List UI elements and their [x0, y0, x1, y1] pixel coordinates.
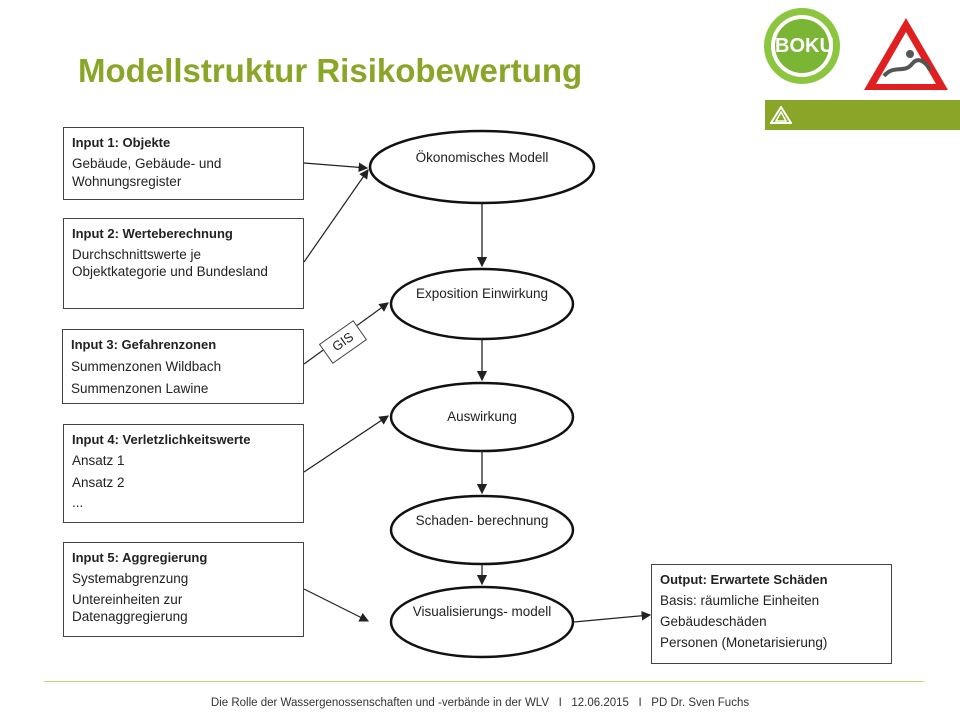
- model-3-line-1: Auswirkung: [447, 409, 517, 424]
- arrow-input-1: [303, 162, 369, 173]
- model-1-line-2: Modell: [508, 150, 549, 165]
- output-box: Output: Erwartete Schäden Basis: räumlic…: [651, 564, 892, 664]
- output-line-3: Personen (Monetarisierung): [660, 635, 828, 650]
- input-box-1: Input 1: Objekte Gebäude, Gebäude- und W…: [63, 127, 304, 200]
- page-title: Modellstruktur Risikobewertung: [78, 52, 583, 89]
- model-2-line-1: Exposition: [415, 286, 479, 301]
- model-5-label: Visualisierungs- modell: [392, 602, 572, 621]
- input-1-heading: Input 1: Objekte: [72, 135, 171, 150]
- model-5-line-1: Visualisierungs-: [412, 604, 508, 619]
- input-4-line-2: Ansatz 2: [72, 475, 125, 490]
- arrow-output: [573, 610, 652, 623]
- footer-text: Die Rolle der Wassergenossenschaften und…: [210, 697, 750, 709]
- input-box-3: Input 3: Gefahrenzonen Summenzonen Wildb…: [62, 329, 304, 404]
- input-3-heading: Input 3: Gefahrenzonen: [71, 337, 217, 352]
- input-4-heading: Input 4: Verletzlichkeitswerte: [72, 432, 251, 447]
- hazard-warning-icon: [864, 18, 948, 90]
- model-ellipse-1: [368, 129, 596, 205]
- input-2-line-1: Durchschnittswerte je Objektkategorie un…: [72, 247, 268, 279]
- input-3-line-2: Summenzonen Lawine: [71, 381, 209, 396]
- input-5-heading: Input 5: Aggregierung: [72, 550, 208, 565]
- brand-bar: [765, 100, 960, 130]
- output-heading: Output: Erwartete Schäden: [660, 572, 828, 587]
- model-2-label: Exposition Einwirkung: [392, 283, 572, 305]
- arrow-input-5: [303, 588, 370, 622]
- model-5-line-2: modell: [511, 604, 552, 619]
- arrow-input-4: [303, 415, 389, 473]
- model-1-label: Ökonomisches Modell: [382, 148, 582, 167]
- input-2-heading: Input 2: Werteberechnung: [72, 226, 233, 241]
- input-4-line-1: Ansatz 1: [72, 453, 125, 468]
- model-ellipse-5: [389, 585, 575, 659]
- input-3-line-1: Summenzonen Wildbach: [71, 359, 222, 374]
- model-4-line-2: berechnung: [477, 513, 549, 528]
- input-5-line-1: Systemabgrenzung: [72, 571, 189, 586]
- input-1-line-1: Gebäude, Gebäude- und Wohnungsregister: [72, 156, 222, 189]
- model-ellipse-4: [389, 494, 575, 566]
- input-box-5: Input 5: Aggregierung Systemabgrenzung U…: [63, 542, 304, 637]
- small-hazard-icon: [770, 106, 792, 124]
- model-2-line-2: Einwirkung: [482, 286, 549, 301]
- input-4-line-3: ...: [72, 495, 84, 510]
- model-1-line-1: Ökonomisches: [415, 150, 505, 165]
- boku-logo: BOKU: [764, 8, 840, 84]
- model-4-line-1: Schaden-: [415, 513, 474, 528]
- output-line-1: Basis: räumliche Einheiten: [660, 593, 820, 608]
- input-box-4: Input 4: Verletzlichkeitswerte Ansatz 1 …: [63, 424, 304, 523]
- input-box-2: Input 2: Werteberechnung Durchschnittswe…: [63, 218, 304, 309]
- output-line-2: Gebäudeschäden: [660, 614, 767, 629]
- footer-divider: [44, 681, 924, 682]
- boku-logo-text: BOKU: [775, 19, 834, 73]
- model-4-label: Schaden- berechnung: [392, 511, 572, 530]
- input-5-line-2: Untereinheiten zur Datenaggregierung: [72, 592, 188, 624]
- arrow-input-2: [303, 169, 369, 263]
- model-3-label: Auswirkung: [392, 407, 572, 426]
